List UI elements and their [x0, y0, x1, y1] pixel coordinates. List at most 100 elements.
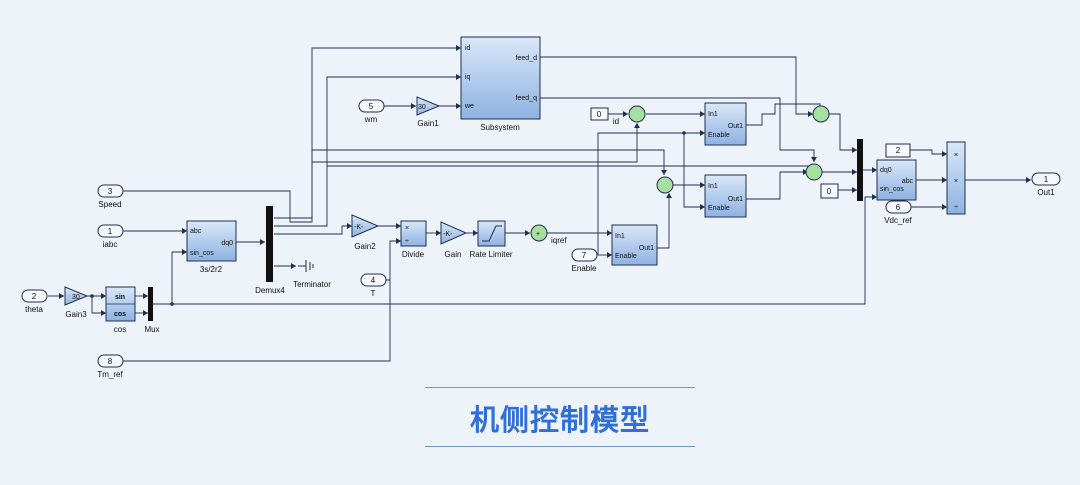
inport-t-label: T — [371, 289, 376, 298]
caption-bottom-rule — [425, 446, 695, 447]
product-op1: × — [954, 152, 958, 159]
sum-feed-q[interactable] — [805, 163, 823, 181]
dq0abc-in2: sin_cos — [880, 186, 904, 193]
constant-zero[interactable]: 0 — [820, 183, 839, 199]
trig-function-block[interactable]: sin cos cos — [105, 286, 136, 334]
inport-theta-number: 2 — [32, 292, 37, 301]
subsystem-block[interactable]: id iq we feed_d feed_q Subsystem — [460, 36, 541, 132]
inport-enable[interactable]: 7 Enable — [571, 248, 598, 273]
divide-op2: ÷ — [405, 238, 409, 245]
outport-out1-label: Out1 — [1037, 188, 1055, 197]
divide-block[interactable]: × ÷ Divide — [400, 220, 427, 259]
gain3-label: Gain3 — [65, 310, 87, 319]
inport-vdc-ref-label: Vdc_ref — [884, 216, 912, 225]
gain1-value: 30 — [418, 104, 426, 111]
inport-tm-ref[interactable]: 8 Tm_ref — [97, 354, 124, 379]
pi-top-enable: Enable — [708, 132, 730, 139]
constant-id-value: 0 — [597, 110, 602, 119]
rate-limiter-label: Rate Limiter — [469, 250, 512, 259]
pi-middle-enable: Enable — [708, 205, 730, 212]
transform-dq0-abc-block[interactable]: dq0 sin_cos abc — [876, 159, 917, 201]
product-op2: × — [954, 178, 958, 185]
product-block[interactable]: × × ÷ — [946, 141, 966, 215]
inport-t[interactable]: 4 T — [360, 273, 387, 298]
transform-3s2r2-out: dq0 — [221, 240, 233, 247]
mux2-block[interactable] — [857, 139, 863, 201]
pi-controller-top[interactable]: In1 Out1 Enable — [704, 102, 747, 146]
sum-feed-d[interactable] — [812, 105, 830, 123]
pi-bottom-out: Out1 — [639, 245, 654, 252]
rate-limiter-block[interactable]: Rate Limiter — [469, 220, 513, 259]
outport-out1[interactable]: 1 Out1 — [1031, 172, 1061, 197]
trig-sin-label: sin — [115, 294, 125, 301]
inport-vdc-ref-number: 6 — [896, 203, 901, 212]
inport-iabc-number: 1 — [108, 227, 113, 236]
inport-wm-label: wm — [364, 115, 378, 124]
inport-enable-label: Enable — [572, 264, 597, 273]
transform-3s2r2-block[interactable]: abc sin_cos dq0 3s/2r2 — [186, 220, 237, 274]
gain-label: Gain — [445, 250, 462, 259]
gain-value: -K- — [443, 231, 453, 238]
pi-bottom-in: In1 — [615, 233, 625, 240]
constant-id-label: id — [613, 117, 619, 126]
constant-id[interactable]: 0 id — [590, 107, 619, 126]
gain-block[interactable]: -K- Gain — [440, 221, 468, 259]
inport-enable-number: 7 — [582, 251, 587, 260]
inport-iabc-label: iabc — [103, 240, 118, 249]
inport-speed-label: Speed — [98, 200, 121, 209]
inport-t-number: 4 — [371, 276, 376, 285]
gain3-block[interactable]: 30 Gain3 — [64, 286, 89, 319]
pi-controller-middle[interactable]: In1 Out1 Enable — [704, 174, 747, 218]
terminator-label: Terminator — [293, 280, 331, 289]
subsystem-out-feed-q: feed_q — [516, 95, 538, 102]
subsystem-in-id: id — [465, 45, 471, 52]
inport-theta[interactable]: 2 theta — [21, 289, 48, 314]
gain3-value: 30 — [72, 294, 80, 301]
inport-speed-number: 3 — [108, 187, 113, 196]
outport-out1-number: 1 — [1044, 175, 1049, 184]
sum-id[interactable] — [628, 105, 646, 123]
divide-label: Divide — [402, 250, 425, 259]
terminator-block[interactable]: Terminator — [293, 260, 331, 289]
mux-block[interactable]: Mux — [144, 287, 160, 334]
demux-block[interactable]: Demux4 — [255, 206, 285, 295]
subsystem-out-feed-d: feed_d — [516, 55, 538, 62]
inport-wm[interactable]: 5 wm — [358, 99, 385, 124]
dq0abc-in1: dq0 — [880, 167, 892, 174]
inport-wm-number: 5 — [369, 102, 374, 111]
dq0abc-out: abc — [902, 178, 914, 185]
pi-bottom-enable: Enable — [615, 253, 637, 260]
caption-banner: 机侧控制模型 — [425, 387, 695, 447]
demux-label: Demux4 — [255, 286, 285, 295]
transform-3s2r2-in2: sin_cos — [190, 250, 214, 257]
signal-wires — [48, 45, 1031, 362]
sum-iq-sign: + — [536, 231, 540, 238]
pi-middle-out: Out1 — [728, 196, 743, 203]
gain1-block[interactable]: 30 Gain1 — [416, 96, 441, 128]
gain2-block[interactable]: -K- Gain2 — [351, 214, 380, 251]
subsystem-in-we: we — [464, 103, 474, 110]
inport-iabc[interactable]: 1 iabc — [97, 224, 124, 249]
sum-iq[interactable]: + — [530, 224, 548, 242]
trig-block-label: cos — [114, 325, 126, 334]
inport-speed[interactable]: 3 Speed — [97, 184, 124, 209]
mux-label: Mux — [144, 325, 159, 334]
constant-two[interactable]: 2 — [885, 143, 911, 158]
transform-3s2r2-in1: abc — [190, 228, 202, 235]
constant-two-value: 2 — [896, 146, 901, 155]
sum-middle[interactable] — [656, 176, 674, 194]
gain1-label: Gain1 — [417, 119, 439, 128]
divide-op1: × — [405, 225, 409, 232]
inport-tm-ref-label: Tm_ref — [97, 370, 123, 379]
inport-theta-label: theta — [25, 305, 43, 314]
transform-3s2r2-label: 3s/2r2 — [200, 265, 223, 274]
caption-top-rule — [425, 387, 695, 388]
pi-top-out: Out1 — [728, 123, 743, 130]
subsystem-in-iq: iq — [465, 74, 471, 81]
inport-tm-ref-number: 8 — [108, 357, 113, 366]
pi-middle-in: In1 — [708, 183, 718, 190]
pi-top-in: In1 — [708, 111, 718, 118]
pi-controller-bottom[interactable]: In1 Out1 Enable — [611, 224, 658, 266]
inport-vdc-ref[interactable]: 6 Vdc_ref — [884, 200, 913, 225]
